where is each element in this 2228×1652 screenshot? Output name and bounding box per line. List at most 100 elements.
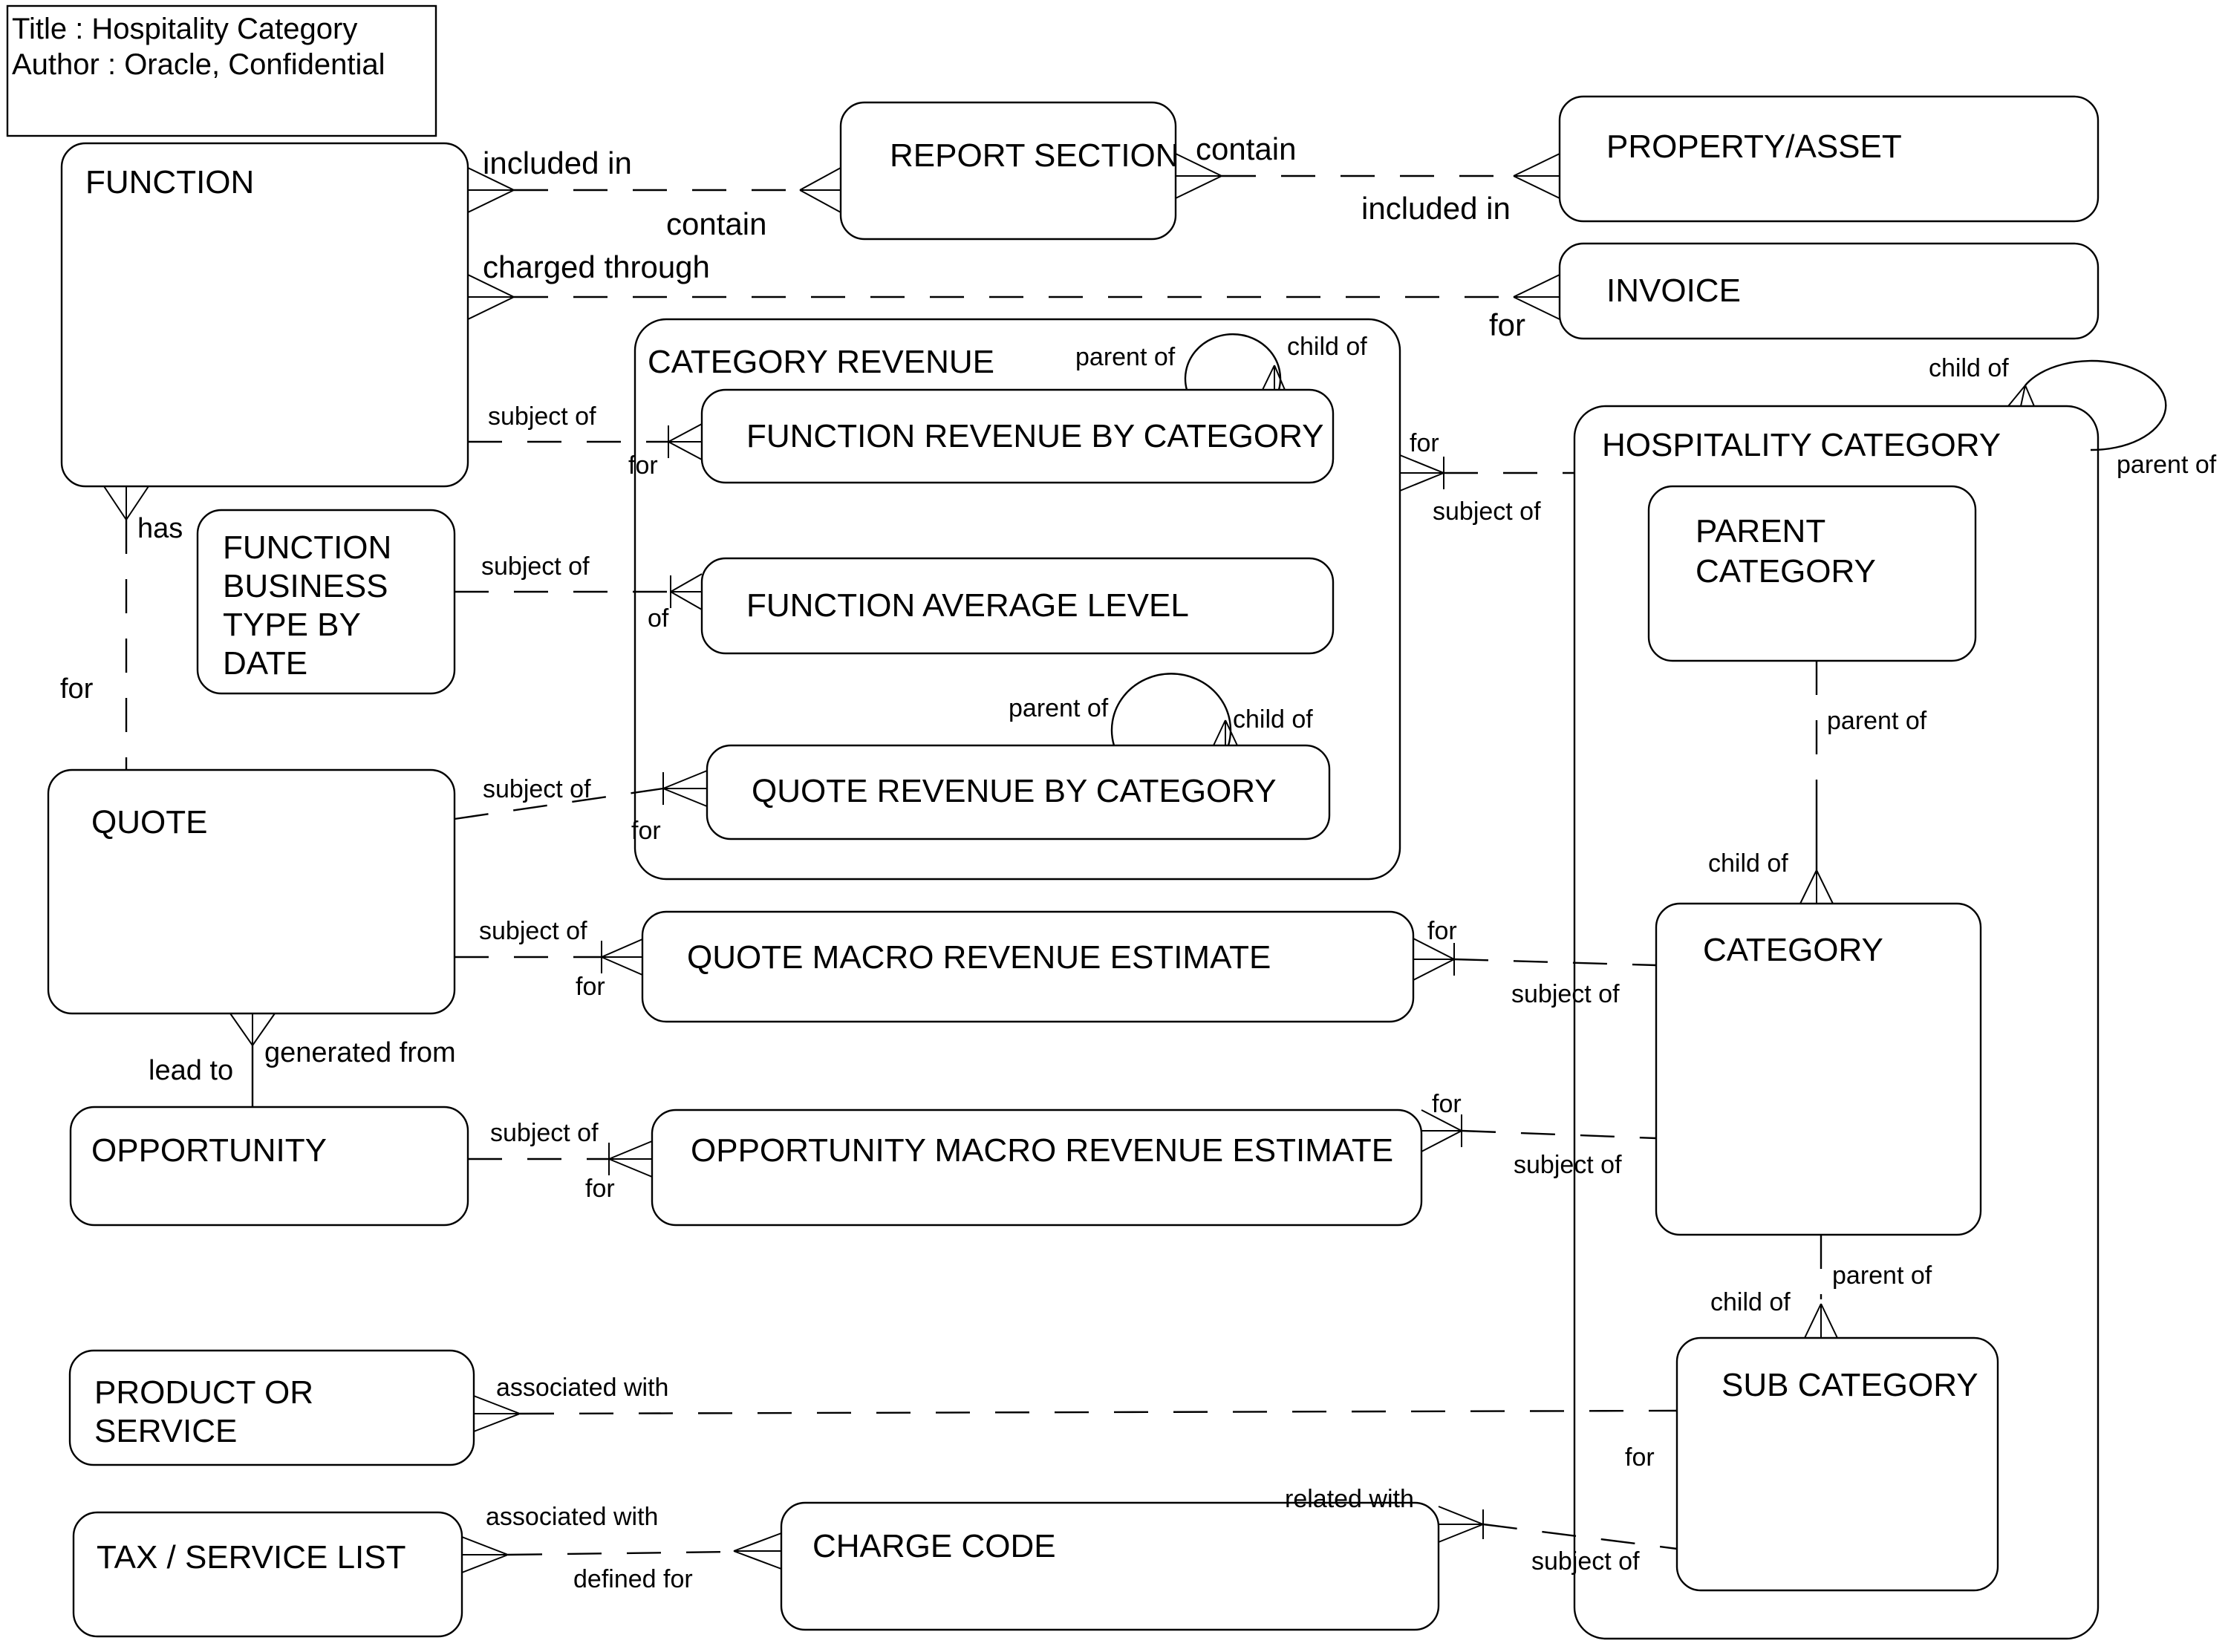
rel-label: subject of [479,917,587,945]
crowfoot-taxlist-associated [461,1536,509,1573]
invoice-label: INVOICE [1606,272,1741,309]
container-category-revenue[interactable]: CATEGORY REVENUE [633,318,1401,881]
entity-function[interactable]: FUNCTION [60,142,469,488]
crowfoot-product-associated [473,1395,521,1432]
line-qmre-category [1453,958,1657,967]
entity-tax-service-list[interactable]: TAX / SERVICE LIST [72,1511,463,1638]
entity-charge-code[interactable]: CHARGE CODE [780,1501,1440,1631]
crowfoot-subcategory-child [1804,1303,1838,1339]
rel-label: related with [1285,1485,1414,1513]
crowfoot-qmre-left [601,938,643,976]
quote-revenue-by-category-box[interactable] [706,744,1331,840]
relationship-function-frbc: subject of for [468,402,703,480]
crowfoot-chargecode-defined [733,1532,782,1570]
line-taxlist-chargecode [507,1550,734,1556]
entity-category[interactable]: CATEGORY [1655,902,1982,1236]
crowfoot-invoice-for [1513,274,1560,320]
crowfoot-report-contain [799,167,841,213]
rel-label: contain [666,206,766,241]
charge-code-box[interactable] [780,1501,1440,1631]
rel-label: subject of [1511,980,1620,1008]
product-or-service-box[interactable] [68,1349,475,1466]
entity-quote-macro-revenue-estimate[interactable]: QUOTE MACRO REVENUE ESTIMATE [641,910,1415,1023]
opportunity-box[interactable] [69,1106,469,1227]
rel-label: for [1489,307,1525,342]
quote-box[interactable] [47,768,456,1015]
sub-category-label: SUB CATEGORY [1722,1367,1978,1403]
container-hospitality-category[interactable]: HOSPITALITY CATEGORY [1573,405,2100,1640]
crowfoot-qrbc-child [1213,719,1238,746]
function-revenue-by-category-box[interactable] [700,388,1335,484]
crowfoot-omre-for [1421,1109,1462,1152]
relationship-taxlist-chargecode: associated with defined for [461,1503,782,1593]
entity-opportunity[interactable]: OPPORTUNITY [69,1106,469,1227]
entity-sub-category[interactable]: SUB CATEGORY [1675,1336,1999,1592]
entity-function-average-level[interactable]: FUNCTION AVERAGE LEVEL [700,557,1335,655]
title-line: Title : Hospitality Category [12,13,357,45]
opportunity-macro-revenue-estimate-box[interactable] [651,1109,1423,1227]
property-asset-box[interactable] [1558,95,2100,223]
rel-label: charged through [483,249,710,284]
function-average-level-box[interactable] [700,557,1335,655]
rel-label: subject of [488,402,596,431]
entity-invoice[interactable]: INVOICE [1558,242,2100,340]
crowfoot-hosp-child [2007,385,2035,407]
rel-label: included in [1361,191,1511,226]
relationship-fbtd-fal: subject of of [455,552,703,633]
rel-label: parent of [1075,343,1176,371]
hospitality-category-label: HOSPITALITY CATEGORY [1602,427,2001,463]
category-revenue-box[interactable] [633,318,1401,881]
relationship-qmre-category: for subject of [1413,917,1657,1008]
crowfoot-qmre-for [1413,938,1455,981]
entity-quote-revenue-by-category[interactable]: QUOTE REVENUE BY CATEGORY [706,744,1331,840]
function-revenue-by-category-label: FUNCTION REVENUE BY CATEGORY [746,418,1323,454]
rel-label: subject of [1433,497,1541,526]
entity-parent-category[interactable]: PARENT CATEGORY [1647,485,1977,662]
entity-opportunity-macro-revenue-estimate[interactable]: OPPORTUNITY MACRO REVENUE ESTIMATE [651,1109,1423,1227]
entity-quote[interactable]: QUOTE [47,768,456,1015]
crowfoot-quote-generated-from [229,1013,276,1046]
rel-label: for [628,451,658,480]
function-box[interactable] [60,142,469,488]
invoice-box[interactable] [1558,242,2100,340]
crowfoot-frbc-for [668,423,703,460]
function-business-type-by-date-box[interactable] [196,509,456,695]
loop-hospitality [2025,359,2167,451]
report-section-label: REPORT SECTION [890,137,1179,174]
crowfoot-omre-left [608,1140,653,1178]
entity-function-business-type-by-date[interactable]: FUNCTION BUSINESS TYPE BY DATE [196,509,456,695]
fbtd-label-line1: FUNCTION [223,529,391,566]
category-box[interactable] [1655,902,1982,1236]
line-product-subcategory [519,1409,1678,1415]
entity-function-revenue-by-category[interactable]: FUNCTION REVENUE BY CATEGORY [700,388,1335,484]
entity-property-asset[interactable]: PROPERTY/ASSET [1558,95,2100,223]
rel-label: subject of [1531,1547,1640,1576]
crowfoot-fal-of [670,573,703,610]
crowfoot-report-contain-right [1175,153,1222,199]
relationship-qrbc-self-loop: parent of child of [1009,673,1313,746]
parent-category-label-line2: CATEGORY [1696,553,1876,590]
report-section-box[interactable] [839,101,1177,241]
quote-macro-revenue-estimate-box[interactable] [641,910,1415,1023]
rel-label: child of [1710,1288,1791,1316]
crowfoot-frbc-hosp [1399,454,1444,492]
line-omre-category [1461,1129,1657,1140]
crowfoot-chargecode-related [1438,1506,1484,1543]
relationship-omre-category: for subject of [1421,1090,1657,1179]
entity-report-section[interactable]: REPORT SECTION [839,101,1179,241]
rel-label: contain [1196,131,1296,166]
entity-product-or-service[interactable]: PRODUCT OR SERVICE [68,1349,475,1466]
hospitality-category-box[interactable] [1573,405,2100,1640]
rel-label: for [60,673,94,705]
parent-category-box[interactable] [1647,485,1977,662]
category-label: CATEGORY [1703,932,1883,968]
rel-label: associated with [486,1503,658,1531]
rel-label: parent of [1827,707,1927,735]
rel-label: for [585,1175,615,1203]
function-average-level-label: FUNCTION AVERAGE LEVEL [746,587,1189,624]
rel-label: lead to [149,1055,233,1086]
rel-label: parent of [1832,1261,1932,1290]
tax-service-list-box[interactable] [72,1511,463,1638]
